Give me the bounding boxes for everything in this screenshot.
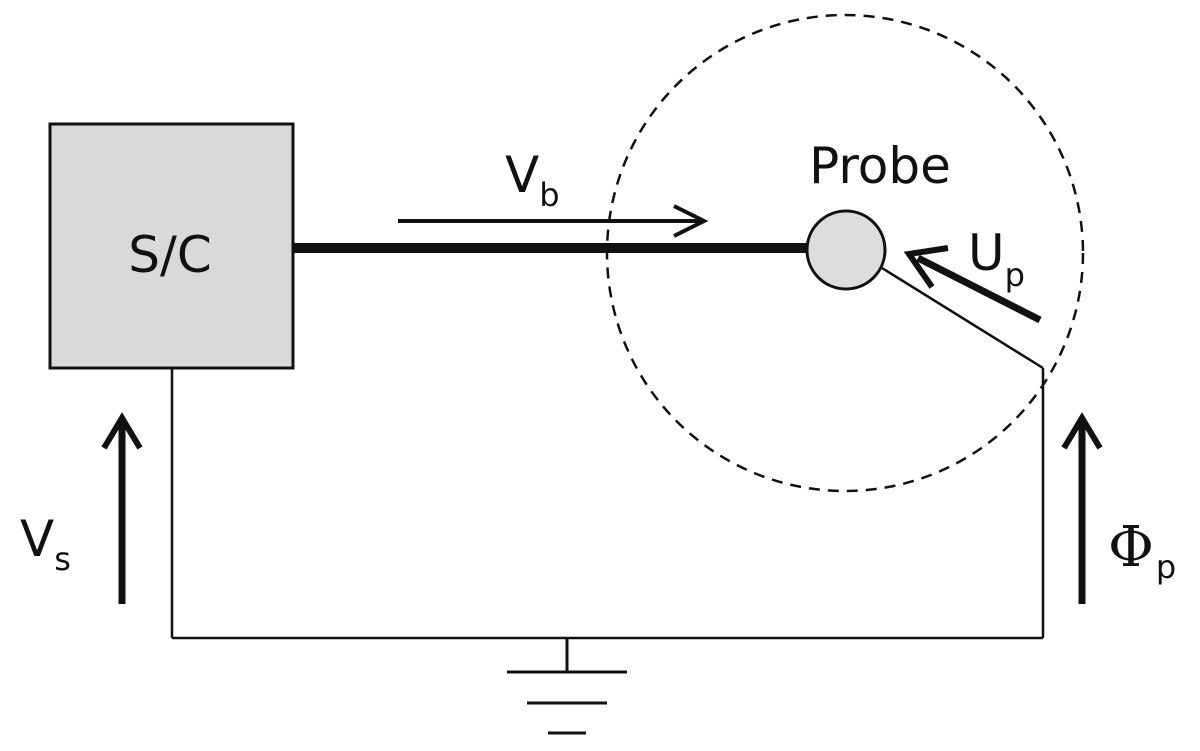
up-label: Up [968,224,1025,294]
vb-label: Vb [505,146,560,214]
vs-label: Vs [20,510,71,578]
arrow-diagonal-icon [903,245,1042,324]
probe-sphere [805,209,887,291]
spacecraft-label: S/C [128,226,212,284]
phip-label: Φp [1108,515,1176,586]
arrow-up-icon [101,412,143,604]
arrow-up-icon [1061,412,1103,604]
ground-symbol-icon [507,638,627,735]
probe-sheath-line [881,266,1044,370]
probe-label: Probe [809,137,951,195]
arrow-right-icon [398,204,709,238]
